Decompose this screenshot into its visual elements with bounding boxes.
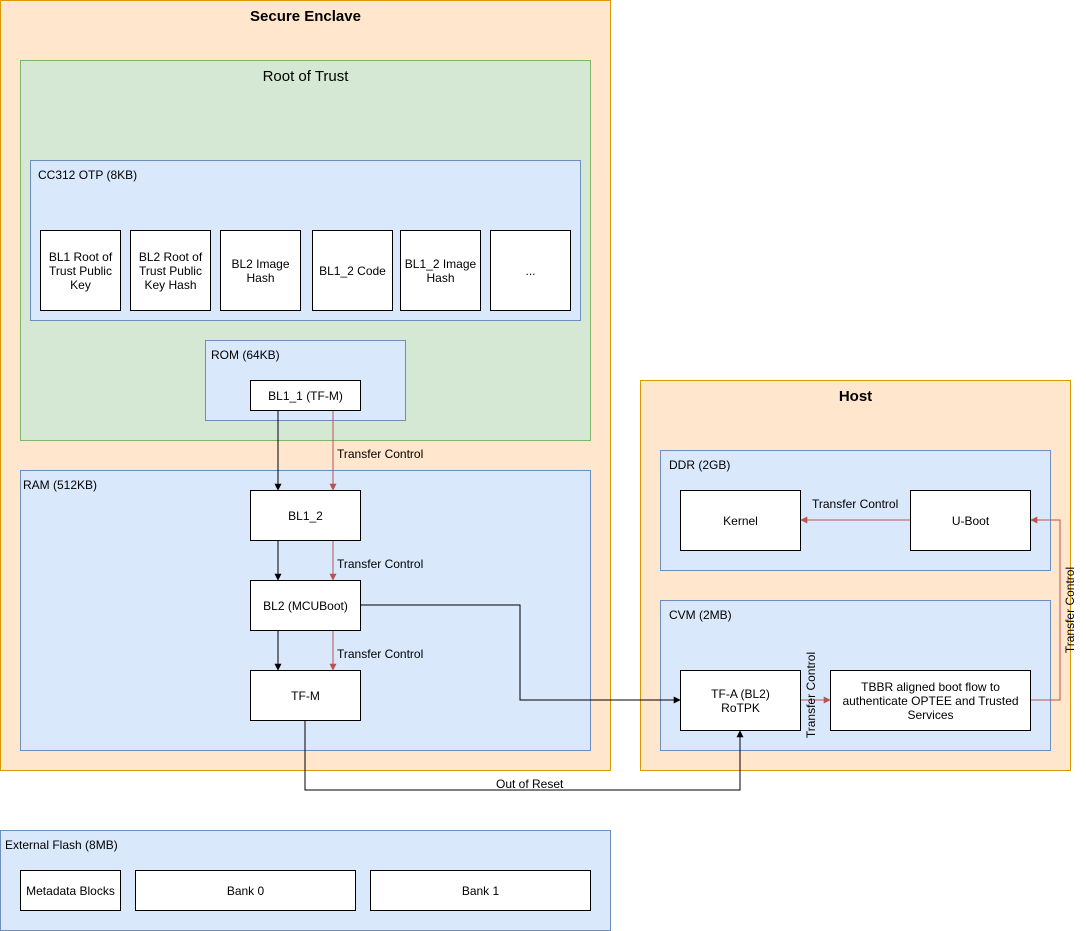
otp-item-bl2-rotpk-hash: BL2 Root of Trust Public Key Hash <box>130 230 211 311</box>
otp-item-more: ... <box>490 230 571 311</box>
otp-item-bl1-2-code: BL1_2 Code <box>312 230 393 311</box>
otp-label: CC312 OTP (8KB) <box>38 168 138 182</box>
otp-item-bl1-2-image-hash: BL1_2 Image Hash <box>400 230 481 311</box>
label-tc-bl1-1: Transfer Control <box>337 447 424 461</box>
metadata-blocks-box: Metadata Blocks <box>20 870 121 911</box>
host-title: Host <box>838 388 873 405</box>
label-tc-tfa-tbbr: Transfer Control <box>804 651 818 739</box>
tbbr-box: TBBR aligned boot flow to authenticate O… <box>830 670 1031 731</box>
rom-label: ROM (64KB) <box>211 348 280 362</box>
ddr-label: DDR (2GB) <box>669 458 731 472</box>
external-flash-label: External Flash (8MB) <box>5 838 118 852</box>
otp-item-bl2-image-hash: BL2 Image Hash <box>220 230 301 311</box>
otp-item-bl1-rotpk: BL1 Root of Trust Public Key <box>40 230 121 311</box>
secure-enclave-title: Secure Enclave <box>250 8 361 25</box>
otp-region: CC312 OTP (8KB) <box>30 160 581 321</box>
label-tc-tbbr-uboot: Transfer Control <box>1063 566 1077 654</box>
cvm-label: CVM (2MB) <box>669 608 732 622</box>
root-of-trust-title: Root of Trust <box>262 68 349 85</box>
label-tc-bl2: Transfer Control <box>337 647 424 661</box>
uboot-box: U-Boot <box>910 490 1031 551</box>
tfa-box: TF-A (BL2) RoTPK <box>680 670 801 731</box>
bl1-1-box: BL1_1 (TF-M) <box>250 380 361 411</box>
label-out-of-reset: Out of Reset <box>496 777 564 791</box>
bank0-box: Bank 0 <box>135 870 356 911</box>
bl2-box: BL2 (MCUBoot) <box>250 580 361 631</box>
label-tc-bl1-2: Transfer Control <box>337 557 424 571</box>
ram-label: RAM (512KB) <box>23 478 98 492</box>
tfm-box: TF-M <box>250 670 361 721</box>
bl1-2-box: BL1_2 <box>250 490 361 541</box>
label-tc-uboot-kernel: Transfer Control <box>812 497 899 511</box>
bank1-box: Bank 1 <box>370 870 591 911</box>
kernel-box: Kernel <box>680 490 801 551</box>
